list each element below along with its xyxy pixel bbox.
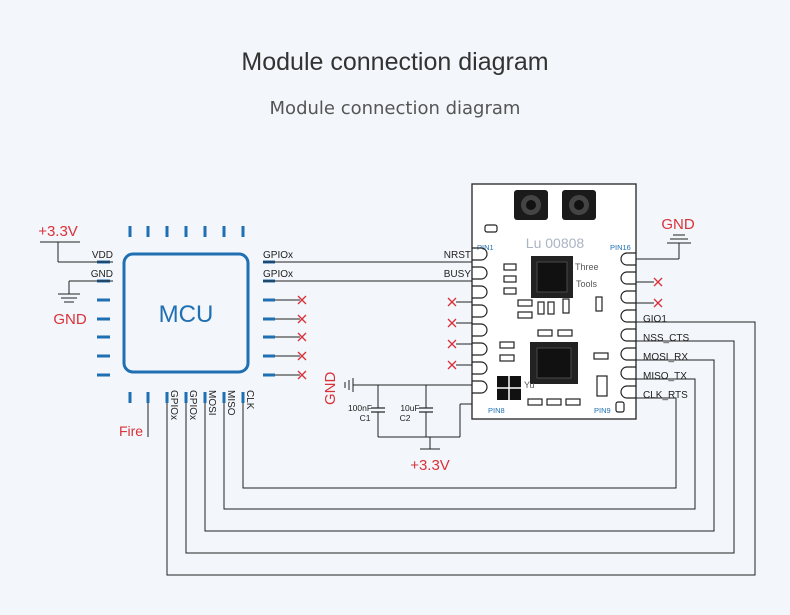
module-crystal [497, 376, 521, 400]
c2-ref: C2 [400, 413, 411, 423]
mcu-pin-miso: MISO [225, 390, 236, 416]
module-left-pads [472, 247, 488, 394]
module-small-components [499, 263, 625, 413]
pin1-tag: PIN1 [477, 243, 494, 252]
module-pin-mosi-rx: MOSI_RX [643, 352, 688, 363]
mcu-bottom-pins [128, 392, 245, 403]
chip-text-yu: Yu [524, 380, 535, 390]
antenna-connector-1 [514, 190, 548, 220]
pin9-tag: PIN9 [594, 406, 611, 415]
module-right-labels: GIO1 NSS_CTS MOSI_RX MISO_TX CLK_RTS [643, 314, 689, 401]
module-gnd-right-label: GND [661, 216, 695, 233]
module-pin-nrst: NRST [444, 250, 471, 261]
mcu-label: MCU [159, 301, 214, 328]
module-chip-2: Yu [524, 342, 578, 390]
module-pin-busy: BUSY [444, 269, 472, 280]
module-left-nc-marks [447, 297, 472, 370]
mcu-nc-marks [275, 295, 307, 380]
mcu-pin-vdd: VDD [92, 250, 113, 261]
decoupling-caps: 100nF C1 10uF C2 +3.3V [348, 385, 472, 474]
mcu-gnd-label: GND [53, 311, 87, 328]
module-pin-miso-tx: MISO_TX [643, 371, 687, 382]
pin8-tag: PIN8 [488, 406, 505, 415]
antenna-connector-2 [562, 190, 596, 220]
mcu-pin-gpiox-2: GPIOx [263, 269, 293, 280]
mcu-pin-gnd: GND [91, 269, 113, 280]
module-gnd-right: GND [636, 216, 695, 260]
c2-value: 10uF [400, 403, 419, 413]
mcu-pin-labels: VDD GND GPIOx GPIOx GPIOx GPIOx MOSI MIS… [91, 250, 293, 420]
module-right-pads [620, 252, 636, 399]
module-gnd-left-label: GND [322, 372, 339, 406]
module-pin-clk-rts: CLK_RTS [643, 390, 688, 401]
mcu-pin-gpiox-4: GPIOx [187, 390, 198, 420]
chip-text-three: Three [575, 262, 599, 272]
mcu-gnd-net: GND [53, 280, 113, 328]
module-vcc-label: +3.3V [410, 457, 450, 474]
mcu-pin-gpiox-3: GPIOx [168, 390, 179, 420]
mcu-pin-mosi: MOSI [206, 390, 217, 416]
module-pin-nss-cts: NSS_CTS [643, 333, 689, 344]
page-subtitle: Module connection diagram [269, 98, 521, 119]
c1-ref: C1 [360, 413, 371, 423]
signal-traces [166, 321, 756, 576]
mcu-vdd-net: +3.3V [38, 223, 113, 263]
mcu-pin-gpiox-1: GPIOx [263, 250, 293, 261]
module-board: Lu 00808 PIN1 PIN8 PIN16 PIN9 Three Tool… [471, 183, 637, 420]
module-name: Lu 00808 [526, 235, 585, 251]
module-pin-gio1: GIO1 [643, 314, 667, 325]
page-title: Module connection diagram [241, 48, 549, 76]
c1-value: 100nF [348, 403, 372, 413]
pin16-tag: PIN16 [610, 243, 631, 252]
mcu-pin-clk: CLK [244, 390, 255, 410]
chip-text-tools: Tools [576, 279, 598, 289]
fire-label: Fire [119, 423, 143, 439]
module-gnd-left: GND [322, 372, 472, 406]
mcu-vcc-label: +3.3V [38, 223, 78, 240]
mcu-chip: MCU [97, 226, 275, 403]
mcu-top-pins [128, 226, 245, 237]
module-right-nc-marks [636, 277, 663, 308]
module-chip-1: Three Tools [531, 256, 599, 298]
